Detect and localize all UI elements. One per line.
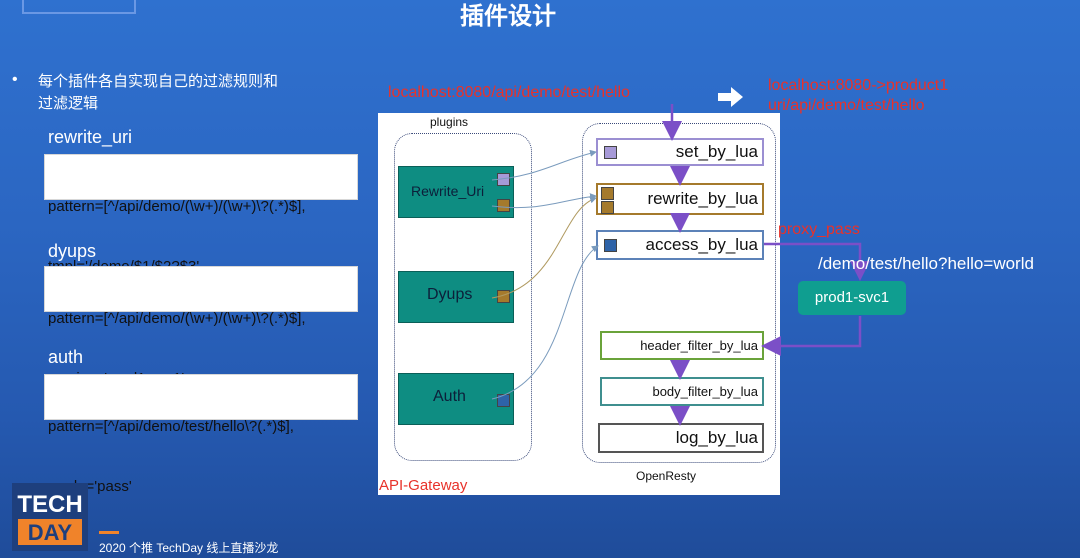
- request-url: localhost:8080/api/demo/test/hello: [388, 84, 630, 101]
- phase-label: body_filter_by_lua: [652, 384, 758, 399]
- upstream-service: prod1-svc1: [798, 281, 906, 315]
- plugin-label: Auth: [433, 388, 466, 405]
- phase-label: access_by_lua: [645, 235, 758, 254]
- phase-header-filter-by-lua: header_filter_by_lua: [600, 331, 764, 360]
- logo-text: DAY: [28, 520, 73, 545]
- plugins-title: plugins: [430, 115, 469, 129]
- phase-label: log_by_lua: [675, 428, 758, 447]
- diagram-canvas: plugins OpenResty Rewrite_Uri Dyups Auth…: [378, 113, 780, 495]
- openresty-title: OpenResty: [636, 469, 697, 483]
- gateway-label: API-Gateway: [379, 477, 468, 494]
- hook-link: [491, 196, 597, 299]
- footer-text: 2020 个推 TechDay 线上直播沙龙: [99, 541, 279, 555]
- hook-square-icon: [601, 187, 614, 200]
- techday-logo: TECH DAY: [12, 483, 88, 551]
- config-label-auth: auth: [48, 347, 84, 367]
- rewritten-url-line: localhost:8080->product1: [768, 77, 949, 94]
- phase-label: header_filter_by_lua: [640, 338, 758, 353]
- bullet-dot: •: [12, 71, 18, 88]
- access-hook-square-icon: [497, 394, 510, 407]
- plugin-rewrite-uri: Rewrite_Uri: [398, 166, 514, 218]
- hook-square-icon: [604, 239, 617, 252]
- hook-square-icon: [601, 201, 614, 214]
- proxy-arrow: [764, 242, 870, 281]
- footer-accent: [99, 531, 119, 534]
- proxy-pass-label: proxy_pass: [778, 221, 860, 238]
- right-arrow-icon: [718, 86, 744, 108]
- plugins-group: [394, 133, 532, 461]
- config-line: pattern=[^/api/demo/test/hello\?(.*)$],: [48, 418, 294, 435]
- rewritten-url-line: uri/api/demo/test/hello: [768, 97, 925, 114]
- slide-title: 插件设计: [460, 3, 556, 30]
- hook-link: [491, 193, 597, 209]
- hook-square-icon: [604, 146, 617, 159]
- config-line: pattern=[^/api/demo/(\w+)/(\w+)\?(.*)$],: [48, 310, 306, 327]
- upstream-path: /demo/test/hello?hello=world: [818, 254, 1034, 273]
- config-box-auth: pattern=[^/api/demo/test/hello\?(.*)$], …: [44, 374, 358, 495]
- rewrite-hook-square-icon: [497, 199, 510, 212]
- bullet-text: 每个插件各自实现自己的过滤规则和过滤逻辑: [38, 73, 279, 112]
- config-line: pattern=[^/api/demo/(\w+)/(\w+)\?(.*)$],: [48, 198, 306, 215]
- response-arrow: [761, 316, 862, 356]
- plugin-auth: Auth: [398, 373, 514, 425]
- hook-link: [491, 245, 599, 400]
- config-label-dyups: dyups: [48, 241, 97, 261]
- plugin-label: Rewrite_Uri: [411, 183, 485, 199]
- phase-label: set_by_lua: [675, 142, 758, 161]
- rewritten-url: localhost:8080->product1 uri/api/demo/te…: [768, 76, 948, 116]
- logo-text: TECH: [17, 491, 82, 518]
- corner-logo-fragment: [22, 0, 136, 14]
- plugin-label: Dyups: [427, 286, 473, 303]
- phase-label: rewrite_by_lua: [647, 189, 758, 208]
- hook-link: [491, 149, 597, 181]
- phase-access-by-lua: access_by_lua: [596, 230, 764, 260]
- config-label-rewrite-uri: rewrite_uri: [48, 127, 133, 147]
